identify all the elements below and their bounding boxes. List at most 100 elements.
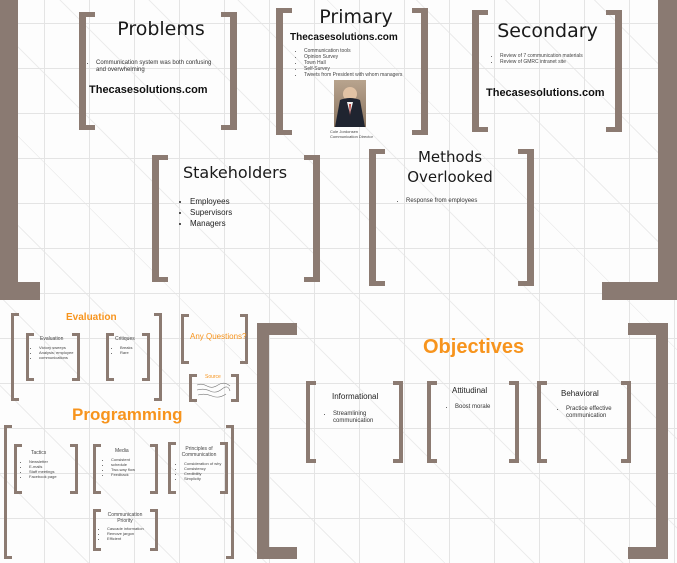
list-item: Communication system was both confusing … <box>96 60 218 74</box>
eval-col1-bracket-right <box>72 333 80 381</box>
prog-col2-title: Media <box>115 448 129 454</box>
prog-col1-title: Tactics <box>31 450 47 456</box>
questions-bracket-right <box>240 314 248 364</box>
list-item: Review of 7 communication materials <box>500 53 607 59</box>
list-item: Employees <box>190 196 232 207</box>
secondary-brand: Thecasesolutions.com <box>486 87 605 99</box>
problems-title: Problems <box>117 18 205 40</box>
sources-title: Source <box>205 374 221 380</box>
list-item: Opinion Survey <box>304 54 411 60</box>
list-item: E-mails <box>29 464 57 469</box>
prog-col2-bracket-left <box>93 444 101 494</box>
evaluation-title: Evaluation <box>66 312 117 323</box>
sources-bracket-right <box>231 374 239 402</box>
problems-bracket-right <box>221 12 237 130</box>
sources-scribble <box>196 382 232 398</box>
list-item: Staff meetings <box>29 469 57 474</box>
obj-item2-bracket-right <box>509 381 519 463</box>
top-frame-right <box>658 0 677 300</box>
list-item: Remove jargon <box>107 531 144 536</box>
objectives-frame-right <box>628 323 668 559</box>
methods-bracket-left <box>369 149 385 286</box>
eval-col1-title: Evaluation <box>40 336 64 342</box>
portrait-photo <box>334 80 366 127</box>
evaluation-bracket-left <box>11 313 19 401</box>
sources-bracket-left <box>189 374 197 402</box>
eval-col2-title: Critiques <box>115 336 135 342</box>
list-item: Two-way flow <box>111 467 135 472</box>
list-item: Practice effective communication <box>566 406 618 420</box>
top-frame-left <box>0 0 18 300</box>
obj-item1-bullets: Streamlining communication <box>325 411 393 425</box>
list-item: Town Hall <box>304 60 411 66</box>
list-item: Supervisors <box>190 207 232 218</box>
primary-bracket-right <box>412 8 428 135</box>
list-item: Cascade information <box>107 526 144 531</box>
evaluation-bracket-right <box>154 313 162 401</box>
problems-brand: Thecasesolutions.com <box>89 84 208 96</box>
eval-col2-bracket-right <box>142 333 150 381</box>
list-item: Consistent <box>111 457 135 462</box>
questions-bracket-left <box>181 314 189 364</box>
list-item: Breaks <box>120 345 132 350</box>
list-item: Simplicity <box>184 476 221 481</box>
stakeholders-bracket-right <box>304 155 320 282</box>
secondary-title: Secondary <box>497 20 598 42</box>
list-item: Communication tools <box>304 48 411 54</box>
objectives-title: Objectives <box>423 336 525 358</box>
methods-bracket-right <box>518 149 534 286</box>
list-item: Feedback <box>111 472 135 477</box>
prog-col1-bracket-left <box>14 444 22 494</box>
methods-title-line2: Overlooked <box>407 168 493 186</box>
eval-col1-bullets: Victory sweeps Analysis; employee commun… <box>31 345 73 360</box>
eval-col1-bracket-left <box>26 333 34 381</box>
programming-bracket-left <box>4 425 12 559</box>
secondary-bracket-right <box>606 10 622 132</box>
list-item: Consistency <box>184 466 221 471</box>
stakeholders-title: Stakeholders <box>182 163 288 182</box>
secondary-bullets: Review of 7 communication materials Revi… <box>492 53 607 65</box>
prog-col3-title: Principles of Communication <box>181 446 217 458</box>
prog-col4-bracket-right <box>150 509 158 551</box>
list-item: communications <box>39 355 73 360</box>
portrait-caption: Cole Jordonsen Communication Director <box>330 129 373 139</box>
obj-item3-bracket-left <box>537 381 547 463</box>
list-item: Response from employees <box>406 198 478 205</box>
problems-bullets: Communication system was both confusing … <box>88 60 218 74</box>
prog-col4-bullets: Cascade information Remove jargon Effici… <box>99 526 144 541</box>
list-item: Credibility <box>184 471 221 476</box>
programming-title: Programming <box>72 405 183 424</box>
methods-title-line1: Methods <box>417 148 483 166</box>
prog-col2-bullets: Consistent schedule Two-way flow Feedbac… <box>103 457 135 477</box>
list-item: Newsletter <box>29 459 57 464</box>
list-item: Managers <box>190 218 232 229</box>
list-item: Efficient <box>107 536 144 541</box>
problems-bracket-left <box>79 12 95 130</box>
obj-item1-bracket-right <box>393 381 403 463</box>
stakeholders-bracket-left <box>152 155 168 282</box>
prog-col1-bullets: Newsletter E-mails Staff meetings Facebo… <box>21 459 57 479</box>
prog-col1-bracket-right <box>70 444 78 494</box>
prog-col3-bullets: Consideration of why Consistency Credibi… <box>176 461 221 481</box>
primary-title: Primary <box>319 6 393 28</box>
list-item: Rare <box>120 350 132 355</box>
list-item: Streamlining communication <box>333 411 393 425</box>
primary-bullets: Communication tools Opinion Survey Town … <box>296 48 411 78</box>
obj-item1-bracket-left <box>306 381 316 463</box>
list-item: Self-Survey <box>304 66 411 72</box>
programming-bracket-right <box>226 425 234 559</box>
list-item: Facebook page <box>29 474 57 479</box>
prog-col4-title: Communication Priority <box>107 512 143 524</box>
stakeholders-bullets: Employees Supervisors Managers <box>182 196 232 229</box>
prog-col3-bracket-left <box>168 442 176 494</box>
eval-col2-bracket-left <box>106 333 114 381</box>
primary-bracket-left <box>276 8 292 135</box>
list-item: Victory sweeps <box>39 345 73 350</box>
list-item: Analysis; employee <box>39 350 73 355</box>
list-item: schedule <box>111 462 135 467</box>
obj-item2-bracket-left <box>427 381 437 463</box>
primary-brand: Thecasesolutions.com <box>290 32 398 43</box>
questions-title: Any Questions? <box>190 332 247 341</box>
top-frame-left-foot <box>0 282 40 300</box>
objectives-frame-left <box>257 323 297 559</box>
